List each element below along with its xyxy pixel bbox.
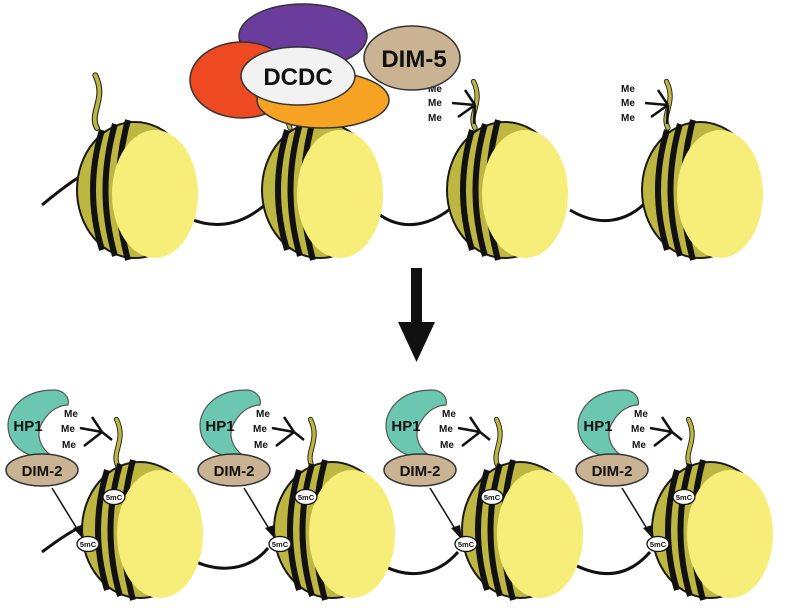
bottom-unit-3: HP1 Me Me Me DIM-2 5mC 5mC (383, 389, 583, 600)
dim2-protein: DIM-2 (197, 453, 271, 487)
hp1-label: HP1 (583, 418, 612, 435)
bottom-unit-2: HP1 Me Me Me DIM-2 5mC 5mC (197, 389, 395, 600)
me-label: Me (62, 440, 76, 451)
5mc-mark: 5mC (76, 535, 100, 553)
dim2-arrow (621, 487, 650, 533)
dim5-label: DIM-5 (381, 46, 446, 73)
svg-text:5mC: 5mC (106, 493, 123, 502)
me-label: Me (631, 424, 645, 435)
5mc-mark: 5mC (268, 535, 292, 553)
dim2-protein: DIM-2 (575, 453, 649, 487)
5mc-mark: 5mC (672, 488, 696, 506)
me-label: Me (621, 84, 635, 95)
trimethyl-mark: Me Me Me (439, 409, 491, 451)
dim5-subunit (363, 25, 461, 91)
dim2-label: DIM-2 (22, 463, 63, 480)
5mc-mark: 5mC (102, 488, 126, 506)
me-label: Me (634, 409, 648, 420)
dcdc-label: DCDC (263, 64, 332, 91)
hp1-protein: HP1 (577, 389, 639, 459)
me-label: Me (621, 98, 635, 109)
5mc-mark: 5mC (646, 535, 670, 553)
trimethyl-mark-top-4: Me Me Me (621, 84, 670, 125)
hp1-protein: HP1 (7, 389, 69, 459)
me-label: Me (254, 440, 268, 451)
hp1-protein: HP1 (385, 389, 447, 459)
svg-text:5mC: 5mC (650, 540, 667, 549)
me-label: Me (439, 424, 453, 435)
dim2-label: DIM-2 (592, 463, 633, 480)
hp1-label: HP1 (13, 418, 42, 435)
bottom-linker-dna (41, 520, 652, 576)
top-row: Me Me Me Me Me Me DCDC DIM-5 (41, 3, 763, 261)
dim2-protein: DIM-2 (5, 453, 79, 487)
svg-text:5mC: 5mC (298, 493, 315, 502)
hp1-label: HP1 (205, 418, 234, 435)
transition-arrow (398, 268, 435, 362)
dim2-label: DIM-2 (214, 463, 255, 480)
5mc-mark: 5mC (454, 535, 478, 553)
top-nucleosome-3: Me Me Me (428, 82, 568, 261)
bottom-row: HP1 Me Me Me DIM-2 5mC 5mC (5, 389, 773, 600)
bottom-unit-4: HP1 Me Me Me DIM-2 5mC 5mC (575, 389, 773, 600)
trimethyl-mark: Me Me Me (61, 409, 113, 451)
me-label: Me (256, 409, 270, 420)
hp1-label: HP1 (391, 418, 420, 435)
me-label: Me (632, 440, 646, 451)
dim2-arrow (429, 487, 458, 533)
svg-text:5mC: 5mC (272, 540, 289, 549)
dcdc-center-subunit (240, 46, 356, 106)
top-nucleosome-1 (77, 75, 198, 260)
me-label: Me (61, 424, 75, 435)
dcdc-dim5-complex: DCDC DIM-5 (189, 3, 461, 129)
5mc-mark: 5mC (294, 488, 318, 506)
trimethyl-mark: Me Me Me (631, 409, 683, 451)
me-label: Me (428, 113, 442, 124)
me-label: Me (621, 113, 635, 124)
me-label: Me (440, 440, 454, 451)
dim2-protein: DIM-2 (383, 453, 457, 487)
svg-text:5mC: 5mC (676, 493, 693, 502)
me-label: Me (64, 409, 78, 420)
me-label: Me (253, 424, 267, 435)
trimethyl-mark-top-3: Me Me Me (428, 84, 477, 125)
svg-text:5mC: 5mC (458, 540, 475, 549)
dim2-label: DIM-2 (400, 463, 441, 480)
bottom-unit-1: HP1 Me Me Me DIM-2 5mC 5mC (5, 389, 203, 600)
5mc-mark: 5mC (480, 488, 504, 506)
me-label: Me (428, 84, 442, 95)
svg-text:5mC: 5mC (80, 540, 97, 549)
top-linker-dna (41, 166, 650, 227)
trimethyl-mark: Me Me Me (253, 409, 305, 451)
me-label: Me (428, 98, 442, 109)
me-label: Me (442, 409, 456, 420)
dim2-arrow (243, 487, 272, 533)
dim2-arrow (51, 487, 80, 533)
hp1-protein: HP1 (199, 389, 261, 459)
top-nucleosome-4: Me Me Me (621, 82, 763, 261)
svg-text:5mC: 5mC (484, 493, 501, 502)
